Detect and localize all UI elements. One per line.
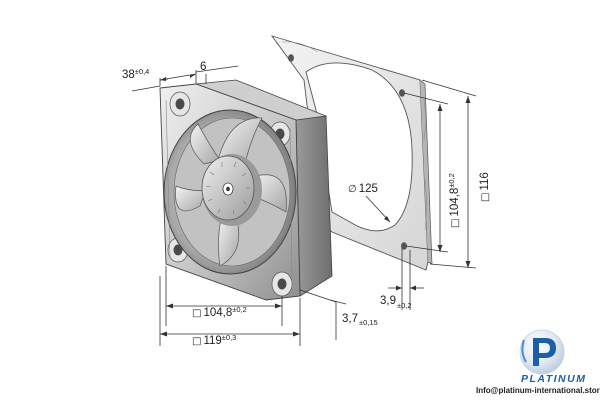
dim-depth: 38±0,4 — [122, 67, 149, 81]
gasket-hole-icon — [401, 242, 407, 250]
corner-screw-icon — [169, 91, 191, 117]
svg-text:□119±0,3: □119±0,3 — [192, 333, 236, 347]
corner-screw-icon — [271, 271, 293, 297]
dim-mount-hole: 3,7±0,15 — [342, 313, 378, 327]
dim-gasket-outer: □116 — [479, 172, 491, 202]
gasket-hole-icon — [399, 89, 405, 97]
svg-text:∅125: ∅125 — [348, 183, 378, 195]
dim-flange: 6 — [200, 61, 206, 73]
svg-text:□116: □116 — [479, 172, 491, 202]
brand-email[interactable]: Info@platinum-international.store — [476, 386, 600, 395]
svg-text:3,7±0,15: 3,7±0,15 — [342, 313, 378, 327]
dim-gasket-thickness: 3,9±0,2 — [380, 295, 412, 310]
brand-logo: PLATINUM Info@platinum-international.sto… — [476, 329, 600, 395]
svg-text:3,9±0,2: 3,9±0,2 — [380, 295, 412, 310]
dim-outer: □119±0,3 — [192, 333, 236, 347]
fan-assembly — [159, 79, 333, 301]
dim-gasket-pitch: □104,8±0,2 — [447, 173, 461, 228]
svg-text:□104,8±0,2: □104,8±0,2 — [192, 305, 247, 319]
dim-hole-pitch: □104,8±0,2 — [192, 305, 247, 319]
dimension-lines — [131, 65, 477, 346]
svg-text:38±0,4: 38±0,4 — [122, 67, 149, 81]
gasket-hole-icon — [288, 54, 294, 62]
svg-text:6: 6 — [200, 61, 206, 73]
dim-opening: ∅125 — [348, 183, 378, 195]
platinum-p-icon — [519, 329, 565, 375]
svg-text:□104,8±0,2: □104,8±0,2 — [447, 173, 461, 228]
brand-name: PLATINUM — [521, 373, 586, 385]
gasket — [270, 35, 433, 271]
fan-hub — [201, 154, 262, 226]
